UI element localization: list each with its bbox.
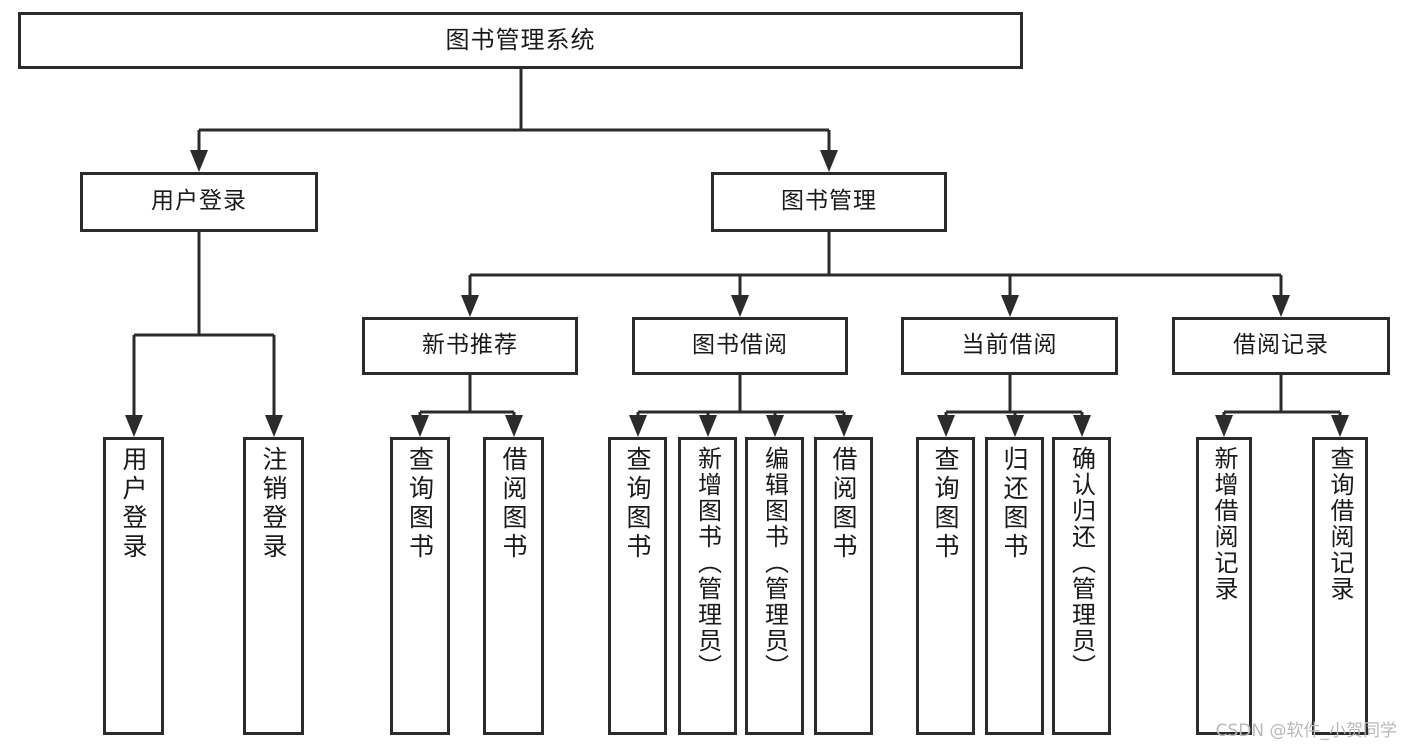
node-leaf-rec-query[interactable]: 查询借阅记录 bbox=[1312, 437, 1368, 735]
edge-arrowhead bbox=[766, 415, 784, 437]
node-label: 查询图书 bbox=[931, 446, 960, 562]
node-root[interactable]: 图书管理系统 bbox=[18, 12, 1023, 69]
edge-arrowhead bbox=[125, 415, 143, 437]
edge-arrowhead bbox=[411, 415, 429, 437]
edge-arrowhead bbox=[1215, 415, 1233, 437]
node-label: 查询借阅记录 bbox=[1326, 446, 1354, 602]
node-leaf-bk-borrow[interactable]: 借阅图书 bbox=[814, 437, 873, 735]
node-label: 确认归还（管理员） bbox=[1067, 446, 1096, 680]
node-leaf-nb-borrow[interactable]: 借阅图书 bbox=[483, 437, 544, 735]
node-label: 借阅图书 bbox=[499, 446, 528, 562]
node-label: 新书推荐 bbox=[422, 332, 518, 359]
node-label: 编辑图书（管理员） bbox=[760, 446, 789, 680]
node-records[interactable]: 借阅记录 bbox=[1172, 317, 1390, 375]
node-leaf-cur-return[interactable]: 归还图书 bbox=[985, 437, 1044, 735]
edge-arrowhead bbox=[461, 295, 479, 317]
node-login[interactable]: 用户登录 bbox=[80, 172, 318, 232]
edge-arrowhead bbox=[820, 150, 838, 172]
node-label: 新增借阅记录 bbox=[1210, 446, 1238, 602]
edge-arrowhead bbox=[731, 295, 749, 317]
node-label: 图书管理 bbox=[781, 188, 877, 215]
node-leaf-cur-confirm[interactable]: 确认归还（管理员） bbox=[1052, 437, 1111, 735]
node-label: 图书管理系统 bbox=[445, 26, 596, 55]
node-leaf-nb-query[interactable]: 查询图书 bbox=[390, 437, 450, 735]
edge-arrowhead bbox=[937, 415, 955, 437]
node-leaf-user-logout[interactable]: 注销登录 bbox=[243, 437, 304, 735]
node-label: 用户登录 bbox=[151, 188, 247, 215]
edge-arrowhead bbox=[1073, 415, 1091, 437]
node-leaf-bk-query[interactable]: 查询图书 bbox=[608, 437, 667, 735]
edge-arrowhead bbox=[835, 415, 853, 437]
node-label: 归还图书 bbox=[1000, 446, 1029, 562]
node-label: 借阅图书 bbox=[829, 446, 858, 562]
edge-arrowhead bbox=[265, 415, 283, 437]
node-borrow[interactable]: 图书借阅 bbox=[632, 317, 848, 375]
node-label: 查询图书 bbox=[623, 446, 652, 562]
node-leaf-user-login[interactable]: 用户登录 bbox=[103, 437, 164, 735]
node-leaf-bk-add[interactable]: 新增图书（管理员） bbox=[678, 437, 737, 735]
node-leaf-bk-edit[interactable]: 编辑图书（管理员） bbox=[745, 437, 804, 735]
node-bookmgmt[interactable]: 图书管理 bbox=[711, 172, 947, 232]
node-label: 注销登录 bbox=[259, 446, 288, 562]
node-leaf-rec-add[interactable]: 新增借阅记录 bbox=[1196, 437, 1252, 735]
watermark: CSDN @软件_小贺同学 bbox=[1215, 721, 1397, 741]
edge-arrowhead bbox=[1001, 295, 1019, 317]
node-newbooks[interactable]: 新书推荐 bbox=[362, 317, 578, 375]
node-current[interactable]: 当前借阅 bbox=[901, 317, 1118, 375]
node-label: 用户登录 bbox=[119, 446, 148, 562]
edge-arrowhead bbox=[1272, 295, 1290, 317]
node-label: 图书借阅 bbox=[692, 332, 788, 359]
edge-arrowhead bbox=[629, 415, 647, 437]
edge-arrowhead bbox=[190, 150, 208, 172]
edge-arrowhead bbox=[505, 415, 523, 437]
edge-arrowhead bbox=[1331, 415, 1349, 437]
edge-arrowhead bbox=[699, 415, 717, 437]
node-leaf-cur-query[interactable]: 查询图书 bbox=[916, 437, 975, 735]
node-label: 当前借阅 bbox=[961, 332, 1058, 359]
node-label: 查询图书 bbox=[405, 446, 435, 562]
node-label: 借阅记录 bbox=[1233, 332, 1329, 359]
edge-arrowhead bbox=[1006, 415, 1024, 437]
node-label: 新增图书（管理员） bbox=[693, 446, 722, 680]
